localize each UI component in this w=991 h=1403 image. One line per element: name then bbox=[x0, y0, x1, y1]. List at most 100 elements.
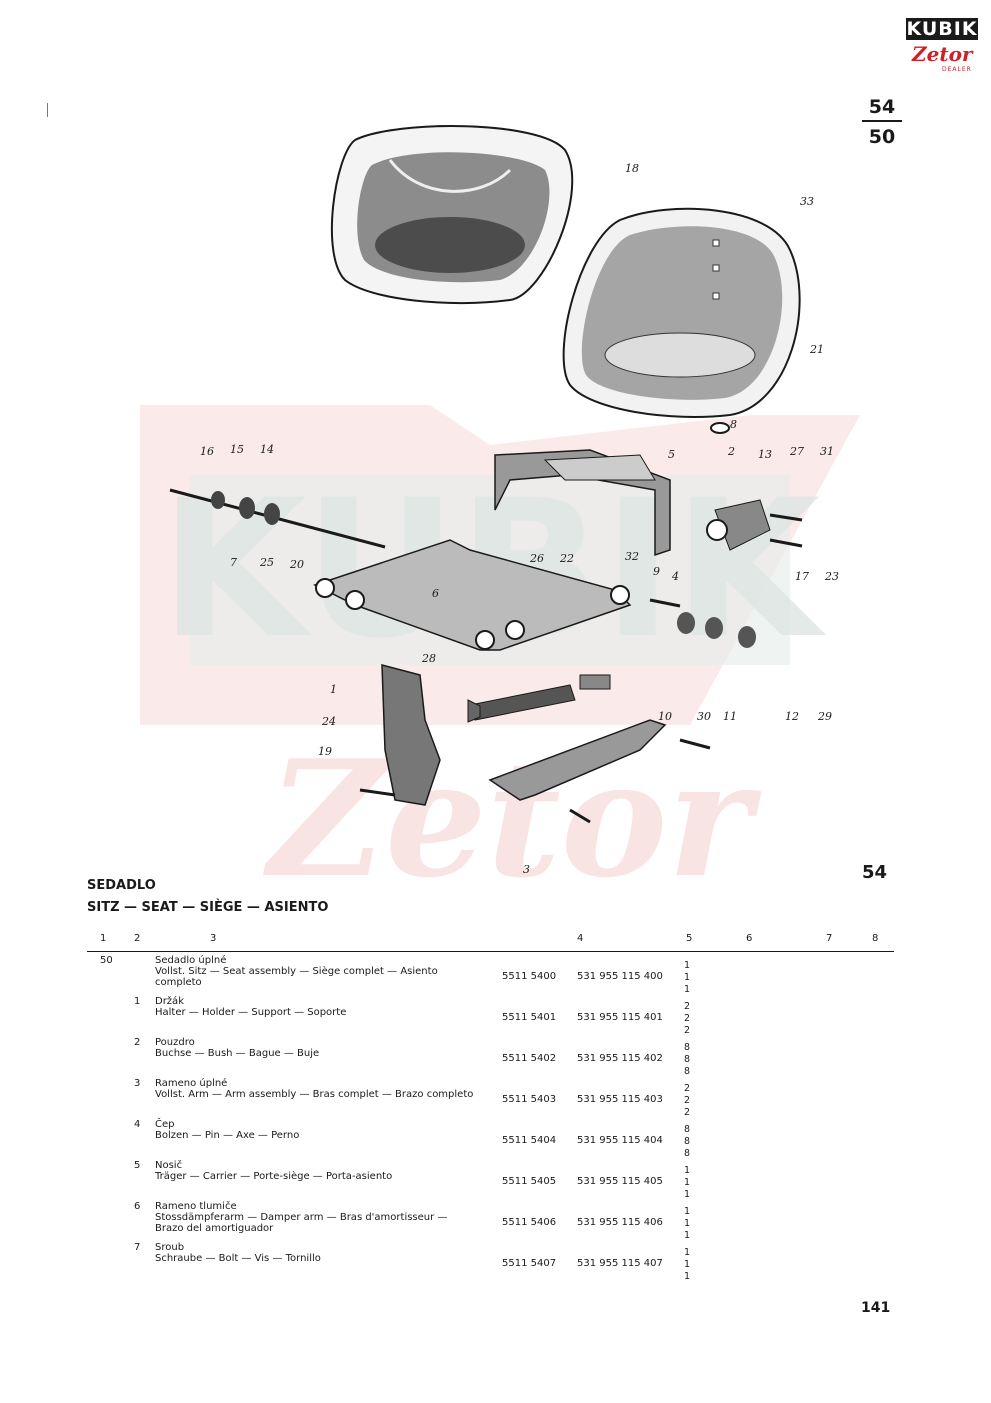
header-rule bbox=[87, 951, 894, 952]
callout-24: 24 bbox=[321, 715, 336, 728]
row-qty-2: 8 bbox=[683, 1054, 691, 1065]
table-row: 4 Čep Bolzen — Pin — Axe — Perno 5511 54… bbox=[0, 1119, 991, 1161]
column-header-6: 6 bbox=[746, 933, 753, 944]
callout-29: 29 bbox=[817, 710, 832, 723]
callout-8: 8 bbox=[730, 418, 737, 431]
column-header-7: 7 bbox=[826, 933, 833, 944]
row-part-number: 5511 5401 bbox=[502, 1012, 557, 1023]
callout-26: 26 bbox=[529, 552, 544, 565]
row-qty-1: 8 bbox=[683, 1124, 691, 1135]
callout-17: 17 bbox=[795, 570, 809, 583]
row-qty-1: 1 bbox=[683, 960, 691, 971]
row-qty-2: 8 bbox=[683, 1136, 691, 1147]
shock-absorber-drawing bbox=[467, 674, 611, 723]
callout-33: 33 bbox=[800, 195, 814, 208]
table-row: 6 Rameno tlumiče Stossdämpferarm — Dampe… bbox=[0, 1201, 991, 1243]
carrier-drawing bbox=[494, 449, 671, 557]
holder-drawing bbox=[359, 664, 441, 806]
row-qty-3: 1 bbox=[683, 984, 691, 995]
row-description: Schraube — Bolt — Vis — Tornillo bbox=[155, 1253, 321, 1264]
column-header-5: 5 bbox=[686, 933, 693, 944]
right-side-small-parts bbox=[649, 422, 803, 648]
callout-4: 4 bbox=[671, 570, 679, 583]
column-header-8: 8 bbox=[872, 933, 879, 944]
row-part-number: 5511 5403 bbox=[502, 1094, 557, 1105]
table-row: 2 Pouzdro Buchse — Bush — Bague — Buje 5… bbox=[0, 1037, 991, 1079]
row-description: Bolzen — Pin — Axe — Perno bbox=[155, 1130, 300, 1141]
row-position: 5 bbox=[134, 1160, 141, 1171]
row-qty-2: 1 bbox=[683, 972, 691, 983]
table-row: 1 Držák Halter — Holder — Support — Sopo… bbox=[0, 996, 991, 1038]
row-qty-1: 2 bbox=[683, 1001, 691, 1012]
callout-32: 32 bbox=[625, 550, 639, 563]
row-name: Rameno úplné bbox=[155, 1078, 228, 1089]
callout-20: 20 bbox=[289, 558, 304, 571]
rubber-rings-left bbox=[211, 491, 280, 525]
page-number: 141 bbox=[861, 1300, 891, 1316]
fraction-bar bbox=[862, 120, 902, 122]
row-qty-1: 1 bbox=[683, 1247, 691, 1258]
callout-13: 13 bbox=[758, 448, 772, 461]
row-name: Rameno tlumiče bbox=[155, 1201, 237, 1212]
section-title: SEDADLO bbox=[87, 878, 156, 893]
callout-16: 16 bbox=[200, 445, 214, 458]
row-catalog-number: 531 955 115 402 bbox=[577, 1053, 663, 1064]
callout-12: 12 bbox=[785, 710, 799, 723]
row-qty-3: 2 bbox=[683, 1025, 691, 1036]
callout-19: 19 bbox=[318, 745, 332, 758]
table-row: 7 Sroub Schraube — Bolt — Vis — Tornillo… bbox=[0, 1242, 991, 1284]
row-description: Vollst. Sitz — Seat assembly — Siège com… bbox=[155, 966, 438, 988]
row-name: Čep bbox=[155, 1119, 175, 1130]
callout-11: 11 bbox=[723, 710, 737, 723]
callout-28: 28 bbox=[421, 652, 436, 665]
row-qty-3: 2 bbox=[683, 1107, 691, 1118]
callout-3: 3 bbox=[523, 863, 530, 876]
seat-pan-top-drawing bbox=[330, 125, 574, 305]
callout-1: 1 bbox=[330, 683, 337, 696]
row-position: 4 bbox=[134, 1119, 141, 1130]
seat-shell-bottom-drawing bbox=[562, 207, 801, 418]
callout-23: 23 bbox=[824, 570, 839, 583]
row-name: Nosič bbox=[155, 1160, 183, 1171]
row-position: 3 bbox=[134, 1078, 141, 1089]
row-position: 6 bbox=[134, 1201, 141, 1212]
row-qty-2: 2 bbox=[683, 1095, 691, 1106]
row-qty-3: 1 bbox=[683, 1230, 691, 1241]
row-qty-1: 8 bbox=[683, 1042, 691, 1053]
arm-assembly-drawing bbox=[488, 719, 711, 824]
row-description: Träger — Carrier — Porte-siège — Porta-a… bbox=[155, 1171, 393, 1182]
group-code: 54 50 bbox=[862, 96, 902, 148]
callout-6: 6 bbox=[432, 587, 439, 600]
row-part-number: 5511 5407 bbox=[502, 1258, 557, 1269]
row-catalog-number: 531 955 115 401 bbox=[577, 1012, 663, 1023]
scan-mark bbox=[47, 103, 48, 117]
callout-15: 15 bbox=[230, 443, 244, 456]
row-qty-1: 2 bbox=[683, 1083, 691, 1094]
row-part-number: 5511 5405 bbox=[502, 1176, 557, 1187]
callout-9: 9 bbox=[653, 565, 660, 578]
section-number: 54 bbox=[862, 862, 888, 883]
callout-31: 31 bbox=[820, 445, 834, 458]
row-description: Halter — Holder — Support — Soporte bbox=[155, 1007, 347, 1018]
table-row: 50 Sedadlo úplné Vollst. Sitz — Seat ass… bbox=[0, 955, 991, 997]
column-header-1: 1 bbox=[100, 933, 107, 944]
callout-27: 27 bbox=[789, 445, 804, 458]
logo-kubik-text: KUBIK bbox=[906, 18, 978, 40]
row-catalog-number: 531 955 115 406 bbox=[577, 1217, 663, 1228]
row-part-number: 5511 5402 bbox=[502, 1053, 557, 1064]
callout-7: 7 bbox=[230, 556, 237, 569]
callout-2: 2 bbox=[727, 445, 735, 458]
row-description: Vollst. Arm — Arm assembly — Bras comple… bbox=[155, 1089, 474, 1100]
table-row: 3 Rameno úplné Vollst. Arm — Arm assembl… bbox=[0, 1078, 991, 1120]
row-name: Pouzdro bbox=[155, 1037, 195, 1048]
row-position: 2 bbox=[134, 1037, 141, 1048]
row-qty-2: 1 bbox=[683, 1177, 691, 1188]
row-qty-2: 1 bbox=[683, 1259, 691, 1270]
callout-30: 30 bbox=[697, 710, 711, 723]
callout-14: 14 bbox=[260, 443, 274, 456]
callout-21: 21 bbox=[809, 343, 824, 356]
row-name: Držák bbox=[155, 996, 184, 1007]
column-header-4: 4 bbox=[577, 933, 584, 944]
row-qty-2: 2 bbox=[683, 1013, 691, 1024]
row-qty-3: 1 bbox=[683, 1271, 691, 1282]
